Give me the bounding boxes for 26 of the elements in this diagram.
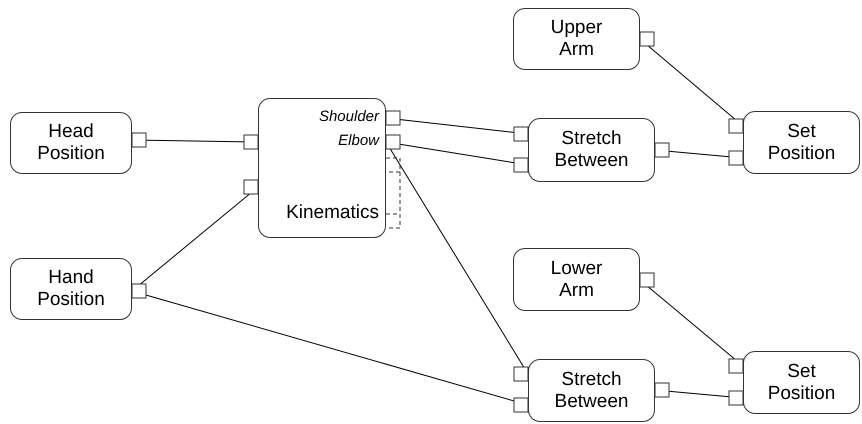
connector-line <box>654 382 744 406</box>
connector-line <box>132 132 258 150</box>
block-title: Head Position <box>36 121 106 165</box>
function-block <box>513 8 640 70</box>
port-label: Shoulder <box>318 107 379 127</box>
function-block <box>10 258 132 320</box>
block-title: Set Position <box>766 120 836 164</box>
connector-line <box>640 272 744 374</box>
function-block <box>528 118 655 182</box>
block-title: Stretch Between <box>554 368 630 412</box>
block-title: Lower Arm <box>550 258 604 302</box>
block-title: Stretch Between <box>554 128 630 172</box>
block-title: Upper Arm <box>550 17 604 61</box>
function-block <box>743 111 860 174</box>
block-title: Hand Position <box>36 267 106 311</box>
connector-line <box>386 110 528 142</box>
connector-line <box>654 142 744 166</box>
port-label: Elbow <box>338 131 379 151</box>
connector-line <box>640 32 744 134</box>
function-block <box>258 98 386 238</box>
function-block <box>10 112 132 174</box>
block-title: Kinematics <box>286 201 379 225</box>
function-block <box>528 359 655 422</box>
function-block <box>743 351 860 414</box>
block-title: Set Position <box>766 360 836 404</box>
function-block <box>513 248 640 311</box>
